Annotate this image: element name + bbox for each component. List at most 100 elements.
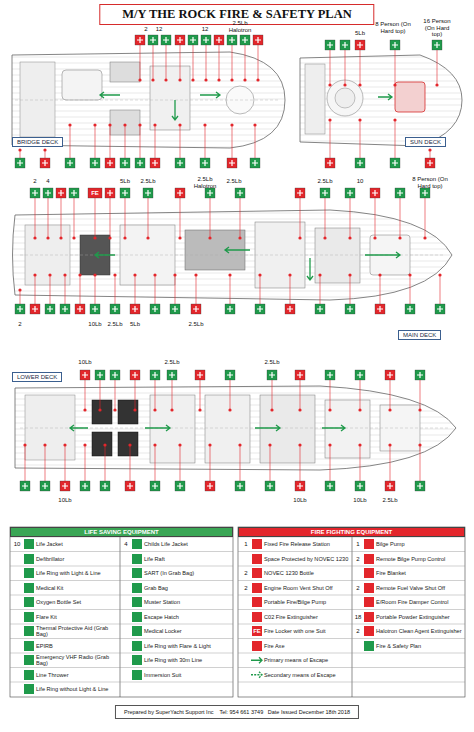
equipment-icon	[175, 188, 185, 198]
sun-deck-drawing	[300, 55, 462, 146]
location-dot	[93, 273, 96, 276]
location-dot	[146, 236, 149, 239]
location-dot	[18, 148, 21, 151]
equipment-icon	[191, 304, 201, 314]
location-dot	[418, 443, 421, 446]
equipment-icon	[88, 188, 102, 198]
equipment-icon	[375, 304, 385, 314]
leader-line	[232, 45, 233, 80]
icon-glyph	[17, 160, 23, 166]
legend-swatch	[132, 539, 142, 549]
location-dot	[323, 236, 326, 239]
callout-label: 2	[244, 570, 247, 577]
icon-glyph	[177, 483, 183, 489]
leader-line	[390, 380, 391, 410]
icon-glyph	[387, 483, 393, 489]
location-dot	[164, 78, 167, 81]
location-dot	[348, 236, 351, 239]
leader-line	[425, 198, 426, 238]
legend-text: Portable Fire/Bilge Pump	[264, 596, 350, 609]
leader-line	[360, 50, 361, 85]
location-dot	[173, 273, 176, 276]
icon-glyph	[207, 483, 213, 489]
icon-text: FE	[91, 190, 99, 197]
icon-glyph	[193, 306, 199, 312]
legend-text: Fire Axe	[264, 640, 350, 653]
icon-glyph	[297, 372, 303, 378]
callout-label: 8 Person (On Hard top)	[412, 176, 448, 189]
location-dot	[418, 408, 421, 411]
icon-glyph	[67, 160, 73, 166]
leader-line	[219, 45, 220, 80]
legend-swatch	[364, 612, 374, 622]
leader-line	[125, 125, 126, 158]
location-dot	[388, 408, 391, 411]
location-dot	[230, 78, 233, 81]
legend-swatch	[24, 583, 34, 593]
legend-text: Childs Life Jacket	[144, 538, 230, 551]
leader-line	[85, 445, 86, 481]
location-dot	[328, 443, 331, 446]
icon-glyph	[407, 306, 413, 312]
icon-glyph	[327, 42, 333, 48]
legend-text: Immersion Suit	[144, 669, 230, 682]
location-dot	[108, 123, 111, 126]
equipment-icon	[65, 158, 75, 168]
icon-glyph	[177, 37, 183, 43]
leader-line	[210, 445, 211, 481]
leader-line	[25, 445, 26, 481]
equipment-icon	[205, 188, 215, 198]
icon-glyph	[169, 372, 175, 378]
leader-line	[400, 198, 401, 238]
equipment-icon	[30, 304, 40, 314]
leader-line	[85, 380, 86, 410]
icon-glyph	[267, 483, 273, 489]
icon-glyph	[127, 483, 133, 489]
location-dot	[238, 443, 241, 446]
leader-line	[65, 445, 66, 481]
node-text: FIRE FIGHTING EQUIPMENT	[311, 529, 392, 535]
icon-glyph	[102, 483, 108, 489]
equipment-icon	[295, 481, 305, 491]
callout-label: 2.5Lb	[264, 359, 279, 366]
icon-glyph	[77, 306, 83, 312]
table-rule	[238, 653, 465, 654]
leader-line	[345, 50, 346, 85]
callout-label: 2.5Lb	[226, 178, 241, 185]
equipment-icon	[205, 481, 215, 491]
leader-line	[210, 198, 211, 238]
equipment-icon	[80, 370, 90, 380]
table-rule	[10, 551, 233, 552]
location-dot	[68, 123, 71, 126]
leader-line	[105, 445, 106, 481]
leader-line	[330, 50, 331, 85]
equipment-icon	[325, 40, 335, 50]
legend-tables	[10, 527, 465, 697]
legend-text: Life Ring without Light & Line	[36, 683, 118, 696]
table-header: FIRE FIGHTING EQUIPMENT	[238, 527, 465, 537]
icon-glyph	[42, 160, 48, 166]
icon-glyph	[137, 37, 143, 43]
equipment-icon	[200, 158, 210, 168]
leader-line	[258, 45, 259, 80]
location-dot	[63, 273, 66, 276]
equipment-icon	[415, 370, 425, 380]
equipment-icon	[250, 158, 260, 168]
leader-line	[205, 125, 206, 158]
equipment-icon	[43, 188, 53, 198]
leader-line	[232, 125, 233, 158]
icon-glyph	[207, 190, 213, 196]
location-dot	[318, 273, 321, 276]
callout-label: 2	[356, 584, 359, 591]
leader-line	[260, 275, 261, 304]
legend-swatch	[132, 568, 142, 578]
leader-line	[300, 380, 301, 410]
callout-label: 12	[156, 26, 163, 33]
leader-line	[420, 445, 421, 481]
location-dot	[123, 236, 126, 239]
icon-glyph	[229, 37, 235, 43]
location-dot	[203, 123, 206, 126]
location-dot	[358, 118, 361, 121]
location-dot	[423, 236, 426, 239]
icon-glyph	[347, 190, 353, 196]
